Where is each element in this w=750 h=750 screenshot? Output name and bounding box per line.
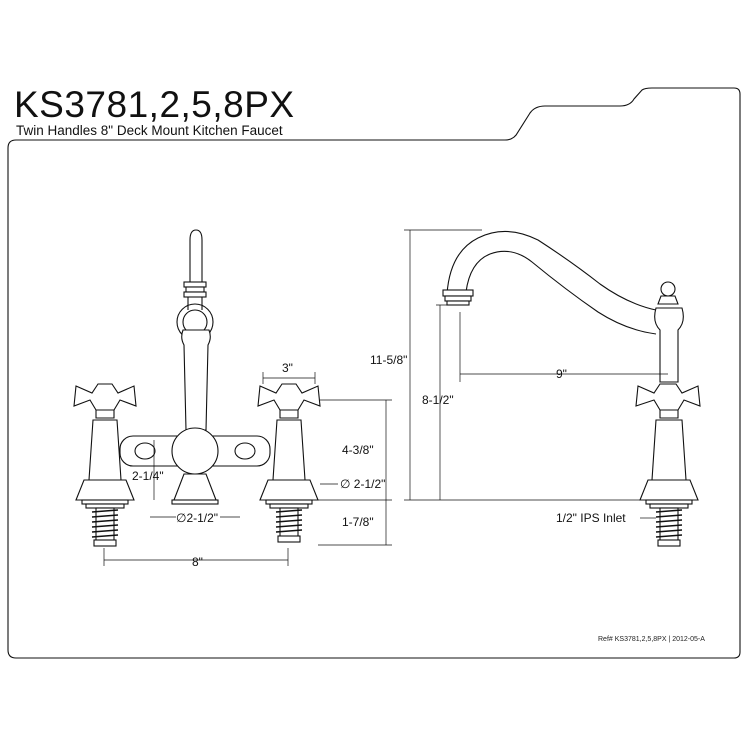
dim-front-flange-height: 4-3/8" — [342, 443, 374, 457]
side-spout-inner — [465, 250, 657, 335]
front-dimension-lines — [103, 372, 392, 566]
side-spout-outer — [446, 230, 657, 311]
dim-front-center-spread: 8" — [192, 555, 203, 569]
dim-front-width: 3" — [282, 361, 293, 375]
front-left-base — [75, 479, 135, 501]
dim-front-handle-height: 2-1/4" — [132, 469, 164, 483]
front-center-base — [173, 473, 217, 501]
model-number: KS3781,2,5,8PX — [14, 84, 295, 125]
dim-front-flange-diameter: ∅ 2-1/2" — [340, 477, 386, 491]
side-view — [442, 230, 701, 547]
dim-side-total-height: 11-5/8" — [370, 353, 408, 367]
drawing-frame — [7, 87, 741, 659]
front-bridge-hub — [171, 427, 219, 475]
side-finial — [660, 281, 676, 297]
front-left-cross-handle — [73, 383, 137, 411]
dim-front-shank-length: 1-7/8" — [342, 515, 374, 529]
side-dimension-lines — [404, 229, 668, 519]
reference-number: Ref# KS3781,2,5,8PX | 2012-05-A — [598, 636, 705, 643]
dim-side-spout-height: 8-1/2" — [422, 393, 454, 407]
front-right-shank — [279, 507, 299, 541]
side-body-column — [654, 307, 684, 383]
dim-front-base-diameter: ∅2-1/2" — [176, 511, 219, 525]
front-view — [73, 229, 321, 547]
side-base — [639, 479, 699, 501]
front-left-valve-body — [88, 419, 122, 481]
side-valve-body — [651, 419, 687, 481]
side-cross-handle — [635, 383, 701, 411]
product-subtitle: Twin Handles 8" Deck Mount Kitchen Fauce… — [16, 123, 283, 138]
front-right-cross-handle — [257, 383, 321, 411]
front-spout-collar — [183, 281, 207, 288]
front-right-valve-body — [272, 419, 306, 481]
dim-side-inlet: 1/2" IPS Inlet — [556, 511, 626, 525]
side-aerator — [442, 289, 474, 297]
front-right-base — [259, 479, 319, 501]
front-body-column — [181, 329, 211, 431]
front-spout-tube — [189, 229, 203, 282]
dim-side-spout-reach: 9" — [556, 367, 567, 381]
